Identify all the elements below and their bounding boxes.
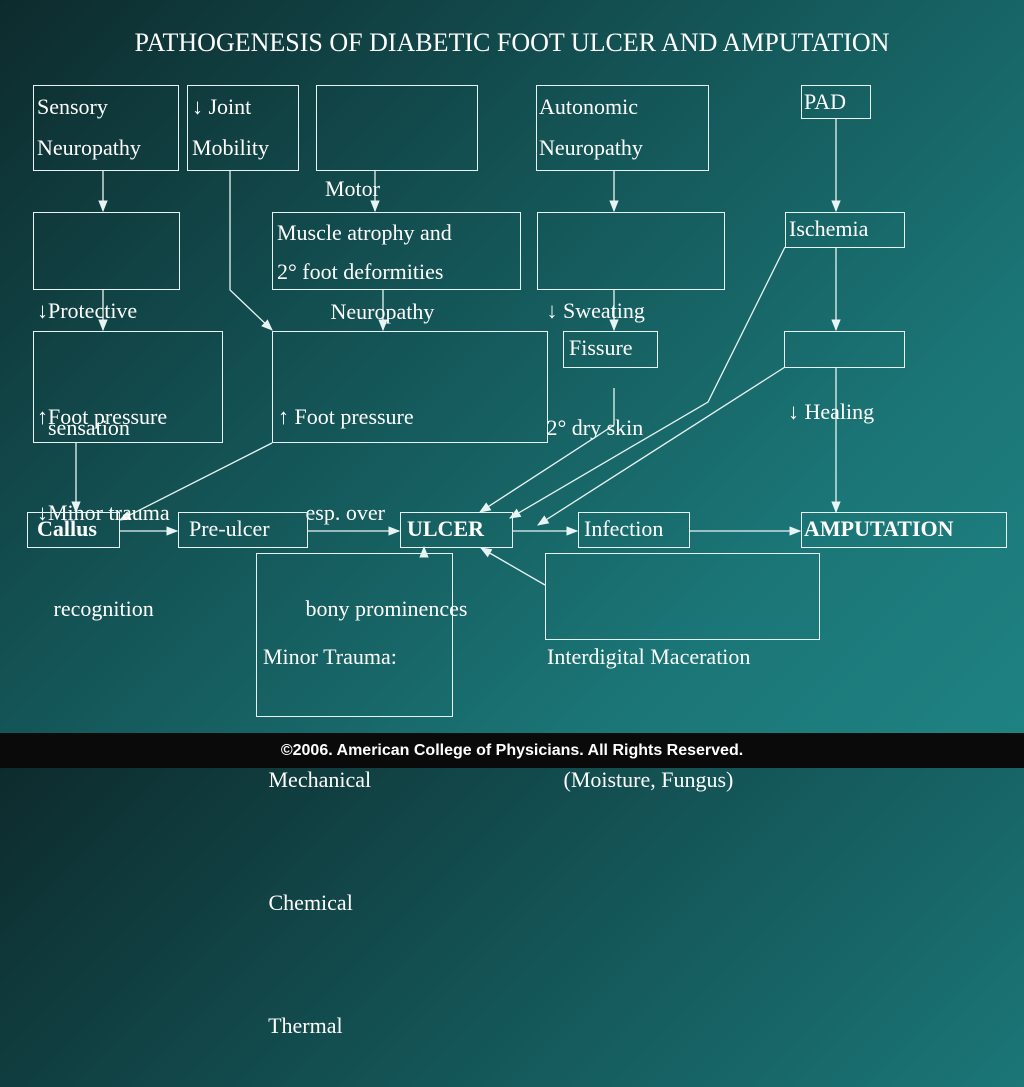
sensory-neuropathy-box: Sensory Neuropathy (33, 85, 179, 171)
minor-trauma-box: Minor Trauma: Mechanical Chemical Therma… (256, 553, 453, 1038)
box-line: Mobility (192, 135, 270, 160)
box-line: Muscle atrophy and (277, 220, 452, 245)
box-line: Callus (37, 516, 97, 541)
sweating-box: ↓ Sweating 2° dry skin (537, 212, 725, 440)
box-line: Sensory (37, 94, 108, 119)
motor-neuropathy-box: Motor Neuropathy (316, 85, 478, 324)
ulcer-box: ULCER (400, 512, 513, 548)
diagram-title: PATHOGENESIS OF DIABETIC FOOT ULCER AND … (134, 28, 890, 57)
joint-mobility-box: ↓ Joint Mobility (187, 85, 299, 171)
box-line: Neuropathy (539, 135, 643, 160)
box-line: ↓Protective (37, 298, 138, 323)
muscle-atrophy-box: Muscle atrophy and 2° foot deformities (272, 212, 521, 290)
box-line: AMPUTATION (804, 516, 954, 541)
connector-arrows (71, 119, 841, 586)
arrow-healing-ulcer (537, 366, 786, 526)
box-line: PAD (804, 89, 846, 114)
box-line: Motor (325, 176, 380, 201)
box-line: recognition (37, 596, 154, 621)
box-line: 2° foot deformities (277, 259, 444, 284)
box-line: Interdigital Maceration (547, 644, 751, 669)
ischemia-box: Ischemia (785, 212, 905, 248)
box-line: Infection (584, 516, 664, 541)
box-line: bony prominences (278, 596, 468, 621)
copyright-footer: ©2006. American College of Physicians. A… (0, 733, 1024, 768)
box-line: Chemical (263, 890, 353, 915)
box-line: ↓ Joint (192, 94, 252, 119)
box-line: Pre-ulcer (189, 516, 270, 541)
fissure-box: Fissure (563, 331, 658, 368)
healing-box: ↓ Healing (784, 331, 905, 424)
box-line: esp. over (278, 500, 385, 525)
arrow-interdigital-ulcer (479, 547, 546, 586)
amputation-box: AMPUTATION (801, 512, 1007, 548)
box-line: Autonomic (539, 94, 638, 119)
box-line: ↓ Sweating (541, 298, 645, 323)
infection-box: Infection (578, 512, 690, 548)
box-line: ↑ Foot pressure (278, 404, 414, 429)
autonomic-neuropathy-box: Autonomic Neuropathy (536, 85, 709, 171)
foot-pressure-trauma-box: ↑Foot pressure ↓Minor trauma recognition (33, 331, 223, 621)
box-line: Neuropathy (325, 299, 435, 324)
box-line: Neuropathy (37, 135, 141, 160)
box-line: ↑Foot pressure (37, 404, 168, 429)
box-line: ↓ Healing (788, 399, 875, 424)
pre-ulcer-box: Pre-ulcer (178, 512, 308, 548)
box-line: Thermal (263, 1013, 343, 1038)
box-line: Fissure (569, 335, 633, 360)
foot-pressure-bony-box: ↑ Foot pressure esp. over bony prominenc… (272, 331, 548, 621)
interdigital-maceration-box: Interdigital Maceration (Moisture, Fungu… (545, 553, 820, 792)
box-line: ULCER (407, 516, 485, 541)
pad-box: PAD (801, 85, 871, 119)
arrow-fissure-ulcer (479, 388, 615, 513)
box-line: 2° dry skin (541, 415, 644, 440)
arrow-midpressure-callus (118, 442, 273, 521)
callus-box: Callus (27, 512, 120, 548)
box-line: Minor Trauma: (263, 644, 397, 669)
box-line: Ischemia (789, 216, 869, 241)
arrow-joint-footpressure (229, 171, 273, 331)
protective-sensation-box: ↓Protective sensation (33, 212, 180, 440)
box-line: sensation (37, 415, 130, 440)
arrow-ischemia-ulcer (508, 246, 786, 519)
